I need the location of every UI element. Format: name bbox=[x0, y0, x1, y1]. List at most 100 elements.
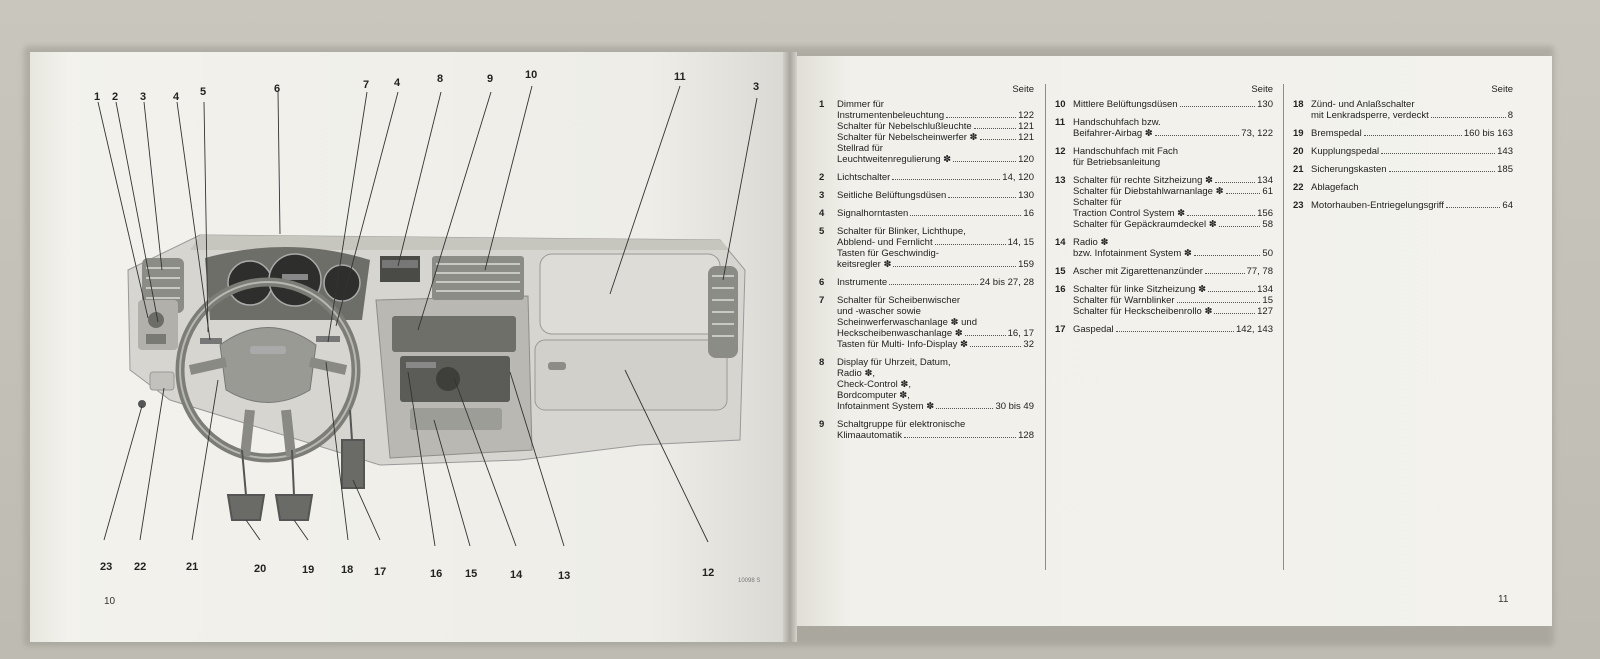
entry-number: 5 bbox=[819, 226, 825, 237]
entry-line: Tasten für Multi- Info-Display ✽32 bbox=[837, 339, 1034, 350]
column-divider bbox=[1045, 84, 1046, 570]
entry-text: Check-Control ✽, bbox=[837, 379, 911, 390]
dot-leader bbox=[936, 401, 994, 409]
entry-text: keitsregler ✽ bbox=[837, 259, 892, 270]
entry-text: Handschuhfach bzw. bbox=[1073, 117, 1161, 128]
entry-text: Dimmer für bbox=[837, 99, 884, 110]
entry-line: und -wascher sowie bbox=[837, 306, 1034, 317]
entry-text: Traction Control System ✽ bbox=[1073, 208, 1186, 219]
page-reference: 30 bis 49 bbox=[995, 401, 1034, 412]
page-reference: 24 bis 27, 28 bbox=[979, 277, 1034, 288]
page-reference: 14, 15 bbox=[1007, 237, 1034, 248]
center-display bbox=[380, 256, 420, 282]
page-reference: 159 bbox=[1018, 259, 1034, 270]
callout-2: 2 bbox=[112, 91, 118, 103]
storage-compartment bbox=[149, 371, 175, 391]
entry-line: Stellrad für bbox=[837, 143, 1034, 154]
entry-number: 23 bbox=[1293, 200, 1304, 211]
callout-14: 14 bbox=[510, 569, 523, 581]
dot-leader bbox=[1115, 324, 1235, 332]
entry-text: Sicherungskasten bbox=[1311, 164, 1387, 175]
document-code: 10098 S bbox=[738, 578, 761, 584]
entry-text: Motorhauben-Entriegelungsgriff bbox=[1311, 200, 1444, 211]
entry-text: Gaspedal bbox=[1073, 324, 1114, 335]
entry-text: Heckscheibenwaschanlage ✽ bbox=[837, 328, 963, 339]
page-reference: 16, 17 bbox=[1007, 328, 1034, 339]
entry-text: Schalter für Diebstahlwarnanlage ✽ bbox=[1073, 186, 1224, 197]
entry-number: 9 bbox=[819, 419, 825, 430]
entry-number: 11 bbox=[1055, 117, 1066, 128]
entry-line: Tasten für Geschwindig- bbox=[837, 248, 1034, 259]
dot-leader bbox=[1445, 200, 1501, 208]
book-gutter bbox=[783, 52, 797, 642]
entry-text: für Betriebsanleitung bbox=[1073, 157, 1161, 168]
seite-header: Seite bbox=[1491, 84, 1513, 95]
page-reference: 142, 143 bbox=[1236, 324, 1273, 335]
entry-line: Schalter für linke Sitzheizung ✽134 bbox=[1073, 284, 1273, 295]
entry-line: Radio ✽, bbox=[837, 368, 1034, 379]
entry-number: 14 bbox=[1055, 237, 1066, 248]
page-reference: 120 bbox=[1018, 154, 1034, 165]
entry-number: 8 bbox=[819, 357, 825, 368]
entry-line: Schaltgruppe für elektronische bbox=[837, 419, 1034, 430]
dot-leader bbox=[934, 237, 1006, 245]
clutch-pedal bbox=[226, 449, 266, 521]
entry-text: Seitliche Belüftungsdüsen bbox=[837, 190, 947, 201]
right-page-number: 11 bbox=[1498, 594, 1509, 605]
entry-line: Handschuhfach mit Fach bbox=[1073, 146, 1273, 157]
dot-leader bbox=[1179, 99, 1256, 107]
entry-text: Schalter für Warnblinker bbox=[1073, 295, 1175, 306]
callout-4-right: 4 bbox=[394, 77, 401, 89]
callout-12: 12 bbox=[702, 567, 714, 579]
callout-22: 22 bbox=[134, 561, 146, 573]
page-reference: 130 bbox=[1257, 99, 1273, 110]
entry-line: Schalter für bbox=[1073, 197, 1273, 208]
page-reference: 134 bbox=[1257, 284, 1273, 295]
callout-9: 9 bbox=[487, 73, 493, 85]
entry-text: Tasten für Geschwindig- bbox=[837, 248, 939, 259]
column-divider bbox=[1283, 84, 1284, 570]
callout-20: 20 bbox=[254, 563, 266, 575]
entry-text: Radio ✽, bbox=[837, 368, 876, 379]
dot-leader bbox=[979, 132, 1017, 140]
page-reference: 160 bis 163 bbox=[1463, 128, 1513, 139]
dot-leader bbox=[1208, 284, 1256, 292]
entry-text: Scheinwerferwaschanlage ✽ und bbox=[837, 317, 977, 328]
page-reference: 128 bbox=[1018, 430, 1034, 441]
entry-text: Signalhorntasten bbox=[837, 208, 909, 219]
dot-leader bbox=[892, 172, 1001, 180]
dot-leader bbox=[948, 190, 1017, 198]
gas-pedal bbox=[341, 409, 365, 489]
center-vent bbox=[432, 256, 524, 300]
entry-number: 12 bbox=[1055, 146, 1066, 157]
brake-pedal bbox=[274, 449, 314, 521]
entry-text: bzw. Infotainment System ✽ bbox=[1073, 248, 1192, 259]
callout-11: 11 bbox=[674, 71, 686, 83]
entry-line: Schalter für Scheibenwischer bbox=[837, 295, 1034, 306]
dot-leader bbox=[969, 339, 1022, 347]
dot-leader bbox=[1225, 186, 1261, 194]
entry-line: Ablagefach bbox=[1311, 182, 1513, 193]
entry-line: Schalter für rechte Sitzheizung ✽134 bbox=[1073, 175, 1273, 186]
seite-header: Seite bbox=[1012, 84, 1034, 95]
left-page-edge bbox=[30, 52, 70, 642]
callout-1: 1 bbox=[94, 91, 100, 103]
page-reference: 121 bbox=[1018, 121, 1034, 132]
page-reference: 143 bbox=[1497, 146, 1513, 157]
entry-number: 15 bbox=[1055, 266, 1066, 277]
entry-number: 18 bbox=[1293, 99, 1304, 110]
